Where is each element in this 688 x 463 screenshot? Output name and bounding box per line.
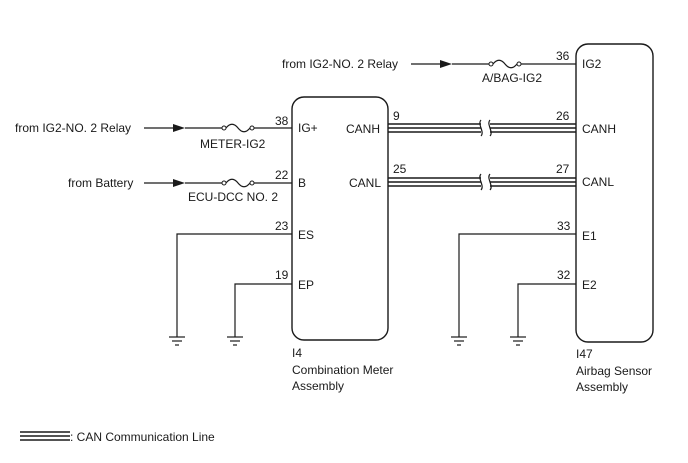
pin-b-label: B [298,176,306,190]
meter-canl-label: CANL [349,176,381,190]
wire-e2-ground [517,283,576,337]
pin-e2-label: E2 [582,278,597,292]
pin-33-number: 33 [557,219,571,233]
pin-e1-label: E1 [582,229,597,243]
pin-es-label: ES [298,228,314,242]
pin-27-number: 27 [556,162,570,176]
meter-name-line2: Assembly [292,379,344,393]
meter-code: I4 [292,346,302,360]
arrow-ig [173,124,185,132]
pin-22-number: 22 [275,168,289,182]
pin-38-number: 38 [275,114,289,128]
airbag-name-line1: Airbag Sensor [576,364,652,378]
airbag-name-line2: Assembly [576,380,628,394]
fuse-abag-icon [488,59,522,69]
meter-name-line1: Combination Meter [292,363,393,377]
pin-igplus-label: IG+ [298,121,318,135]
meter-canh-label: CANH [346,122,380,136]
fuse-ecu-dcc-icon [221,178,255,188]
fuse-meter-icon [221,123,255,133]
wire-e1-ground [458,233,576,337]
pin-32-number: 32 [557,268,571,282]
pin-36-number: 36 [556,49,570,63]
ground-e2-icon [510,336,526,346]
source-ig2-relay-left: from IG2-NO. 2 Relay [15,121,131,135]
canl-line [388,173,576,191]
fuse-meter-label: METER-IG2 [200,137,266,151]
airbag-canh-label: CANH [582,122,616,136]
pin-9-number: 9 [393,109,400,123]
airbag-canl-label: CANL [582,175,614,189]
ground-es-icon [169,336,185,346]
pin-26-number: 26 [556,109,570,123]
combination-meter-box [291,96,389,341]
fuse-ecu-dcc-label: ECU-DCC NO. 2 [188,190,278,204]
airbag-code: I47 [576,347,593,361]
fuse-abag-label: A/BAG-IG2 [482,71,542,85]
pin-25-number: 25 [393,162,407,176]
canh-line [388,119,576,137]
pin-19-number: 19 [275,268,289,282]
wire-es-ground [176,233,292,337]
pin-ep-label: EP [298,278,314,292]
wire-ep-ground [234,283,292,337]
source-battery: from Battery [68,176,133,190]
ground-e1-icon [451,336,467,346]
legend-can-line-icon [20,431,70,441]
airbag-sensor-box [575,43,654,343]
source-ig2-relay-top: from IG2-NO. 2 Relay [282,57,398,71]
ground-ep-icon [227,336,243,346]
arrow-battery [173,179,185,187]
pin-23-number: 23 [275,219,289,233]
pin-ig2-label: IG2 [582,57,602,71]
arrow-ig2-top [440,60,452,68]
legend-label: : CAN Communication Line [70,430,215,444]
